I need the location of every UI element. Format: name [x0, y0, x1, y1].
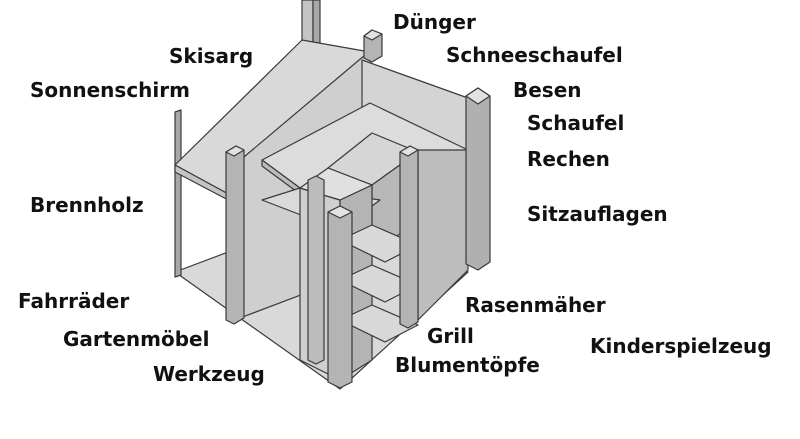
label-skisarg: Skisarg — [169, 44, 254, 68]
label-fahrraeder: Fahrräder — [18, 289, 130, 313]
front-center-pole — [327, 205, 353, 389]
label-kinderspielzeug: Kinderspielzeug — [590, 334, 772, 358]
label-duenger: Dünger — [393, 10, 476, 34]
label-blumentoepfe: Blumentöpfe — [395, 353, 540, 377]
label-schaufel: Schaufel — [527, 111, 625, 135]
label-rechen: Rechen — [527, 147, 610, 171]
left-back-pole — [174, 109, 182, 278]
inner-small-pole — [307, 175, 325, 365]
front-right-pole — [399, 145, 419, 329]
back-right-pole — [465, 87, 491, 271]
stair-step — [339, 304, 419, 343]
label-schneeschaufel: Schneeschaufel — [446, 43, 623, 67]
label-werkzeug: Werkzeug — [153, 362, 265, 386]
front-left-pole — [225, 145, 245, 325]
label-sonnenschirm: Sonnenschirm — [30, 78, 190, 102]
label-sitzauflagen: Sitzauflagen — [527, 202, 668, 226]
label-besen: Besen — [513, 78, 582, 102]
label-grill: Grill — [427, 324, 474, 348]
label-rasenmaeher: Rasenmäher — [465, 293, 606, 317]
label-brennholz: Brennholz — [30, 193, 144, 217]
right-side-wall — [417, 149, 469, 321]
label-gartenmoebel: Gartenmöbel — [63, 327, 210, 351]
